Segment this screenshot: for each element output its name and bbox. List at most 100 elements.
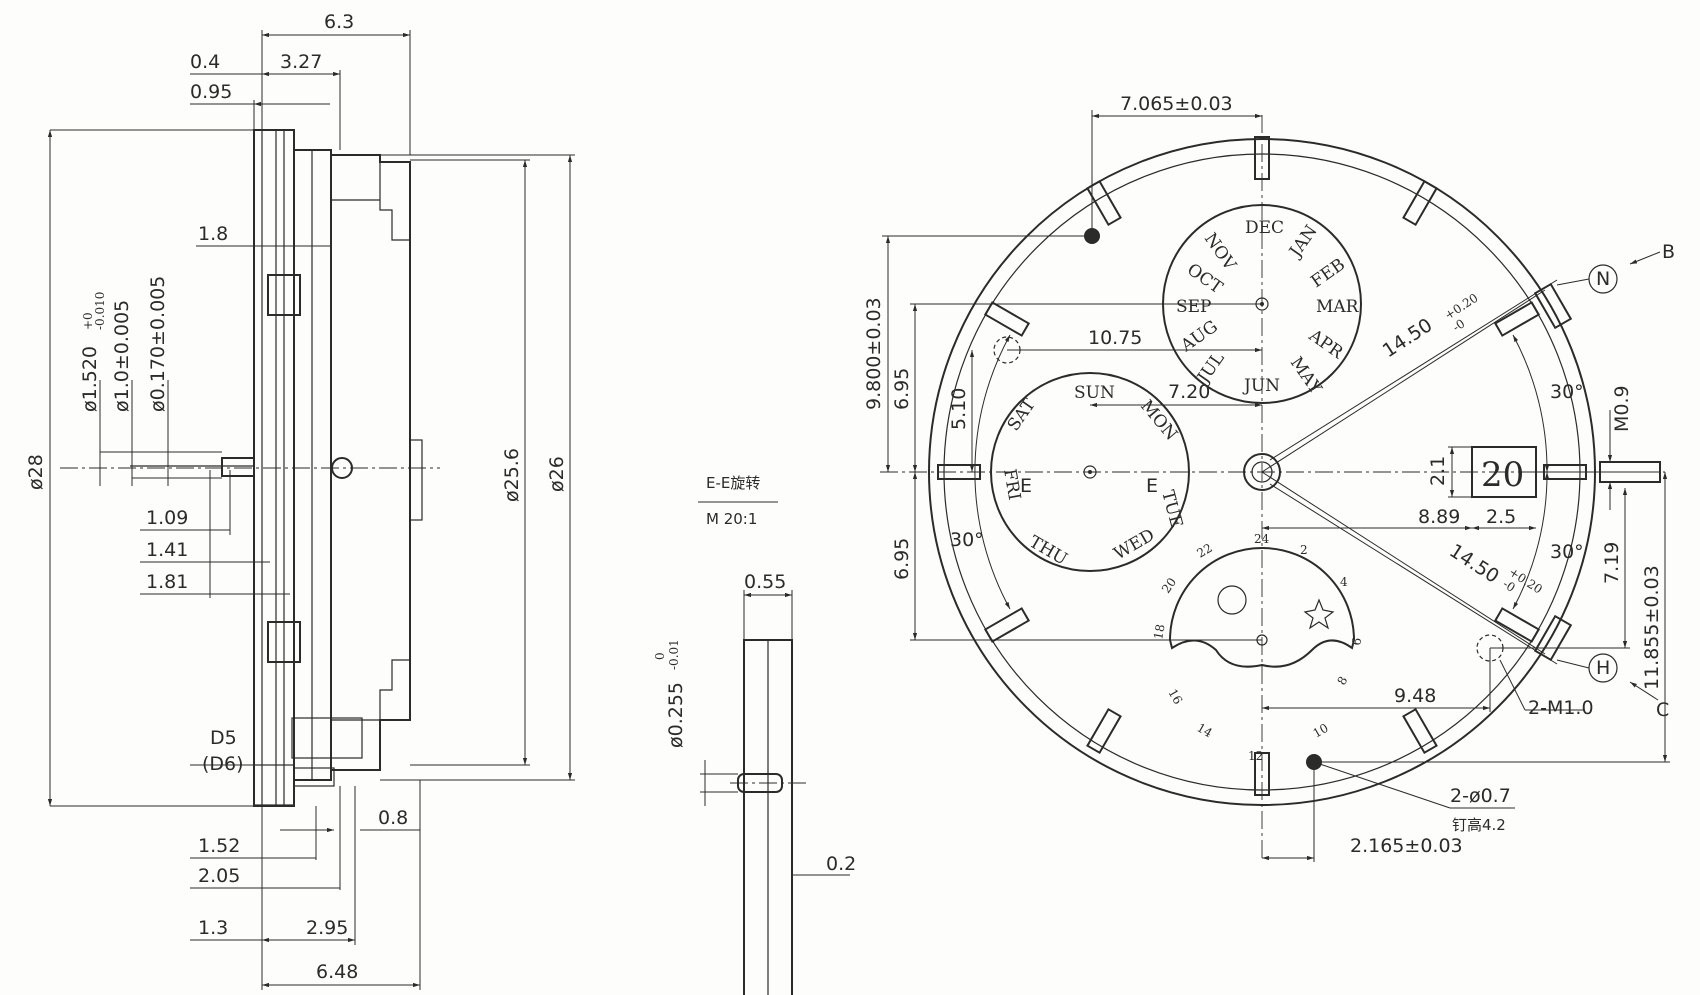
day-ring: SUN MON TUE WED THU FRI SAT E E [999,383,1186,570]
front-view [880,110,1670,862]
hour-24-label: 12 [1248,749,1263,763]
month-label: MAY [1286,353,1326,398]
dim-pin-1-0: ø1.0±0.005 [111,300,133,412]
moonphase-window [1168,547,1356,668]
hour-24-label: 24 [1254,532,1270,546]
dim-8-89: 8.89 [1418,506,1460,528]
label-C: C [1656,699,1669,721]
e-label-left: E [1020,475,1032,497]
month-label: JUN [1242,376,1280,396]
angle-30-right-bottom: 30° [1550,541,1584,563]
dim-0-4: 0.4 [190,51,220,73]
month-label: APR [1304,325,1347,364]
dim-9-800: 9.800±0.03 [863,297,885,410]
detail-view [698,501,850,995]
month-label: SEP [1176,297,1212,317]
dim-2-95: 2.95 [306,917,348,939]
angle-30-left: 30° [950,529,984,551]
dim-2-1: 2.1 [1427,456,1449,486]
note-pin-height: 钉高4.2 [1452,816,1506,834]
dim-7-065: 7.065±0.03 [1120,93,1233,115]
month-label: DEC [1245,218,1284,238]
hours-24-ring: 24 2 4 6 8 10 12 14 16 18 20 22 [1151,532,1364,763]
dim-dia-0-255: ø0.255 [665,682,687,748]
hour-24-label: 22 [1195,541,1215,561]
day-label: SUN [1074,383,1115,403]
day-subdial [990,372,1190,572]
star-icon [1303,598,1335,630]
hour-24-label: 6 [1349,637,1364,647]
day-label: SAT [1004,395,1040,435]
dim-1-41: 1.41 [146,539,188,561]
dim-14-50-bottom: 14.50 [1445,540,1503,588]
dim-6-95-bottom: 6.95 [891,538,913,580]
month-ring: DEC JAN FEB MAR APR MAY JUN JUL AUG SEP … [1176,218,1360,398]
dim-5-10: 5.10 [948,388,970,430]
hour-24-label: 20 [1159,575,1179,596]
dim-7-20: 7.20 [1168,381,1210,403]
dim-2-5: 2.5 [1486,506,1516,528]
hour-24-label: 16 [1165,687,1185,707]
dim-pin-1520-tol-bot: -0.010 [93,292,107,330]
dim-14-50-top: 14.50 [1379,314,1437,362]
dim-pin-1520-tol-top: +0 [81,312,95,330]
hour-24-label: 8 [1334,674,1350,688]
gear-block-top [267,274,301,316]
dim-14-50-top-tol-plus: +0.20 [1442,291,1480,323]
center-pivot [1243,453,1281,491]
dim-pin-0-170: ø0.170±0.005 [147,276,169,412]
day-label: THU [1026,532,1071,570]
dim-dia-28: ø28 [25,454,47,490]
dim-1-81: 1.81 [146,571,188,593]
dim-11-855: 11.855±0.03 [1641,565,1663,690]
detail-scale: M 20:1 [706,510,757,528]
dim-1-52: 1.52 [198,835,240,857]
label-d6: (D6) [202,753,244,775]
dim-0-8: 0.8 [378,807,408,829]
month-label: AUG [1177,317,1222,357]
movement-body [331,154,411,771]
side-view [47,30,575,990]
dim-3-27: 3.27 [280,51,322,73]
dim-dia-26: ø26 [546,456,568,492]
dim-0-2: 0.2 [826,853,856,875]
dim-2-05: 2.05 [198,865,240,887]
hour-markers [937,136,1587,796]
angle-30-right-top: 30° [1550,381,1584,403]
date-window-number: 20 [1481,455,1524,495]
dim-m0-9: M0.9 [1611,385,1633,432]
gear-block-bottom [267,621,301,663]
dim-2-dia-0-7: 2-ø0.7 [1450,785,1511,807]
hour-24-label: 10 [1311,721,1331,741]
day-label: WED [1111,525,1159,564]
dim-9-48: 9.48 [1394,685,1436,707]
dim-6-95-top: 6.95 [891,368,913,410]
dim-1-3: 1.3 [198,917,228,939]
dim-pin-1520: ø1.520 [79,346,101,412]
dim-10-75: 10.75 [1088,327,1142,349]
dim-7-19: 7.19 [1601,542,1623,584]
month-label: MAR [1316,297,1360,317]
hour-24-label: 14 [1195,720,1216,740]
hour-24-label: 18 [1151,623,1167,640]
e-label-right: E [1146,475,1158,497]
month-label: FEB [1307,255,1349,292]
dim-dia-0-255-tol-top: 0 [653,652,667,660]
dim-1-09: 1.09 [146,507,188,529]
dim-0-55: 0.55 [744,571,786,593]
label-N: N [1596,268,1610,290]
dim-2-m1-0: 2-M1.0 [1528,697,1594,719]
day-label: TUE [1157,488,1186,530]
hour-24-label: 2 [1300,543,1308,557]
dim-dia-0-255-tol-bot: -0.01 [667,639,681,670]
dim-dia-25-6: ø25.6 [501,448,523,502]
sun-face [1217,585,1247,615]
stem [221,457,255,477]
dim-1-8: 1.8 [198,223,228,245]
dim-0-95: 0.95 [190,81,232,103]
label-d5: D5 [210,727,237,749]
detail-title: E-E旋转 [706,474,760,492]
label-B: B [1662,241,1675,263]
hour-24-label: 4 [1340,575,1348,589]
